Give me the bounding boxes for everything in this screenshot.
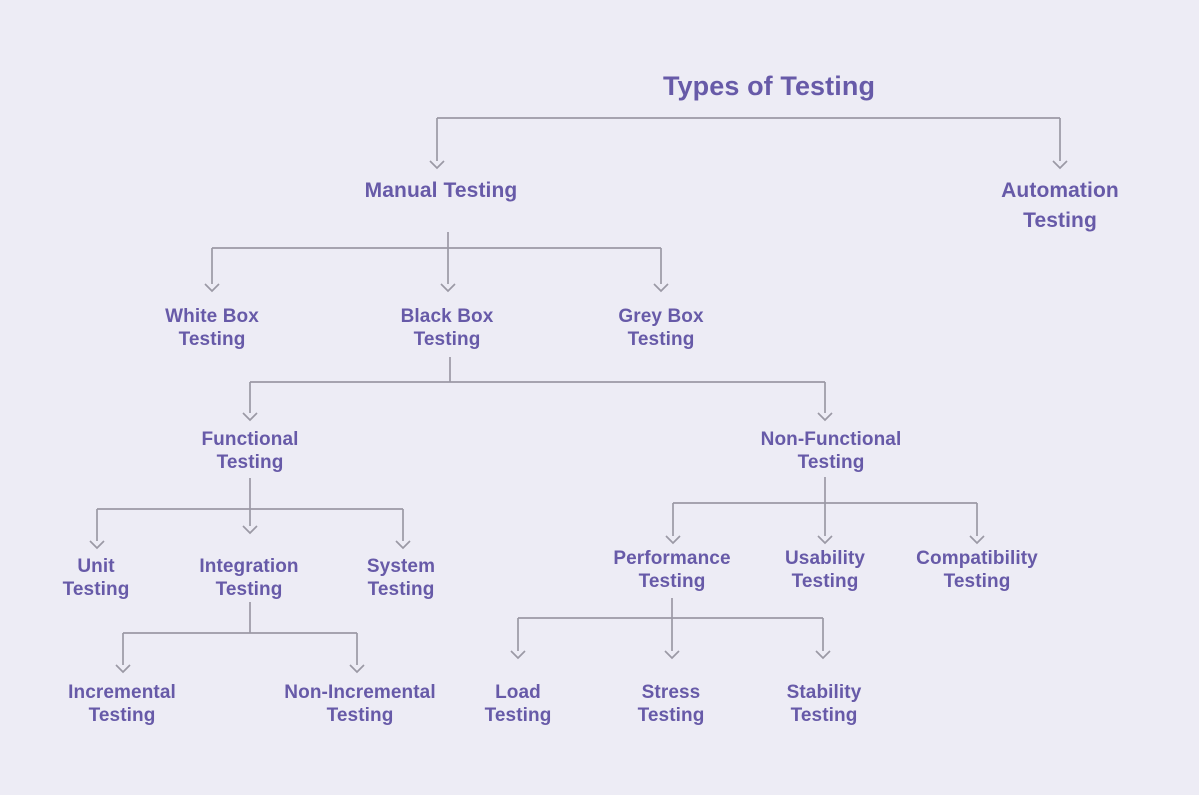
edge-arrow-blackbox-functional [242, 382, 258, 422]
edge-arrow-nonfunctional-usability [817, 503, 833, 545]
node-stability-testing: Stability Testing [786, 682, 862, 726]
edge-arrow-manual-whitebox [204, 248, 220, 293]
edge-arrow-performance-stress [664, 618, 680, 660]
edge-arrow-functional-integration [242, 509, 258, 535]
node-automation-testing: Automation Testing [1001, 179, 1119, 232]
edge-arrow-integration-incremental [115, 633, 131, 674]
node-unit-testing: Unit Testing [62, 556, 130, 600]
node-stress-testing: Stress Testing [637, 682, 705, 726]
edge-arrow-functional-system [395, 509, 411, 550]
edges-nonfunctional [665, 477, 985, 545]
edge-arrow-performance-load [510, 618, 526, 660]
edges-functional [89, 478, 411, 550]
edge-arrow-blackbox-nonfunctional [817, 382, 833, 422]
node-functional-testing: Functional Testing [201, 429, 299, 473]
edge-arrow-nonfunctional-compatibility [969, 503, 985, 545]
edge-arrow-functional-unit [89, 509, 105, 550]
node-compatibility-testing: Compatibility Testing [916, 548, 1038, 592]
node-white-box-testing: White Box Testing [165, 306, 259, 350]
node-types-of-testing: Types of Testing [662, 71, 876, 101]
node-non-incremental-testing: Non-Incremental Testing [284, 682, 436, 726]
edge-arrow-manual-greybox [653, 248, 669, 293]
edges-blackbox [242, 357, 833, 422]
edges-performance [510, 598, 831, 660]
edge-arrow-root-manual [429, 118, 445, 170]
node-non-functional-testing: Non-Functional Testing [760, 429, 902, 473]
node-manual-testing: Manual Testing [364, 179, 518, 202]
edge-arrow-performance-stability [815, 618, 831, 660]
node-black-box-testing: Black Box Testing [400, 306, 494, 350]
edge-arrow-integration-nonincremental [349, 633, 365, 674]
edges-root [429, 117, 1068, 170]
edge-arrow-nonfunctional-performance [665, 503, 681, 545]
node-integration-testing: Integration Testing [199, 556, 299, 600]
node-usability-testing: Usability Testing [784, 548, 866, 592]
edge-arrow-root-automation [1052, 118, 1068, 170]
node-system-testing: System Testing [366, 556, 436, 600]
node-load-testing: Load Testing [484, 682, 552, 726]
node-incremental-testing: Incremental Testing [68, 682, 176, 726]
node-performance-testing: Performance Testing [613, 548, 731, 592]
node-grey-box-testing: Grey Box Testing [618, 306, 704, 350]
edge-arrow-manual-blackbox [440, 248, 456, 293]
edges-integration [115, 602, 365, 674]
edges-manual [204, 232, 669, 293]
